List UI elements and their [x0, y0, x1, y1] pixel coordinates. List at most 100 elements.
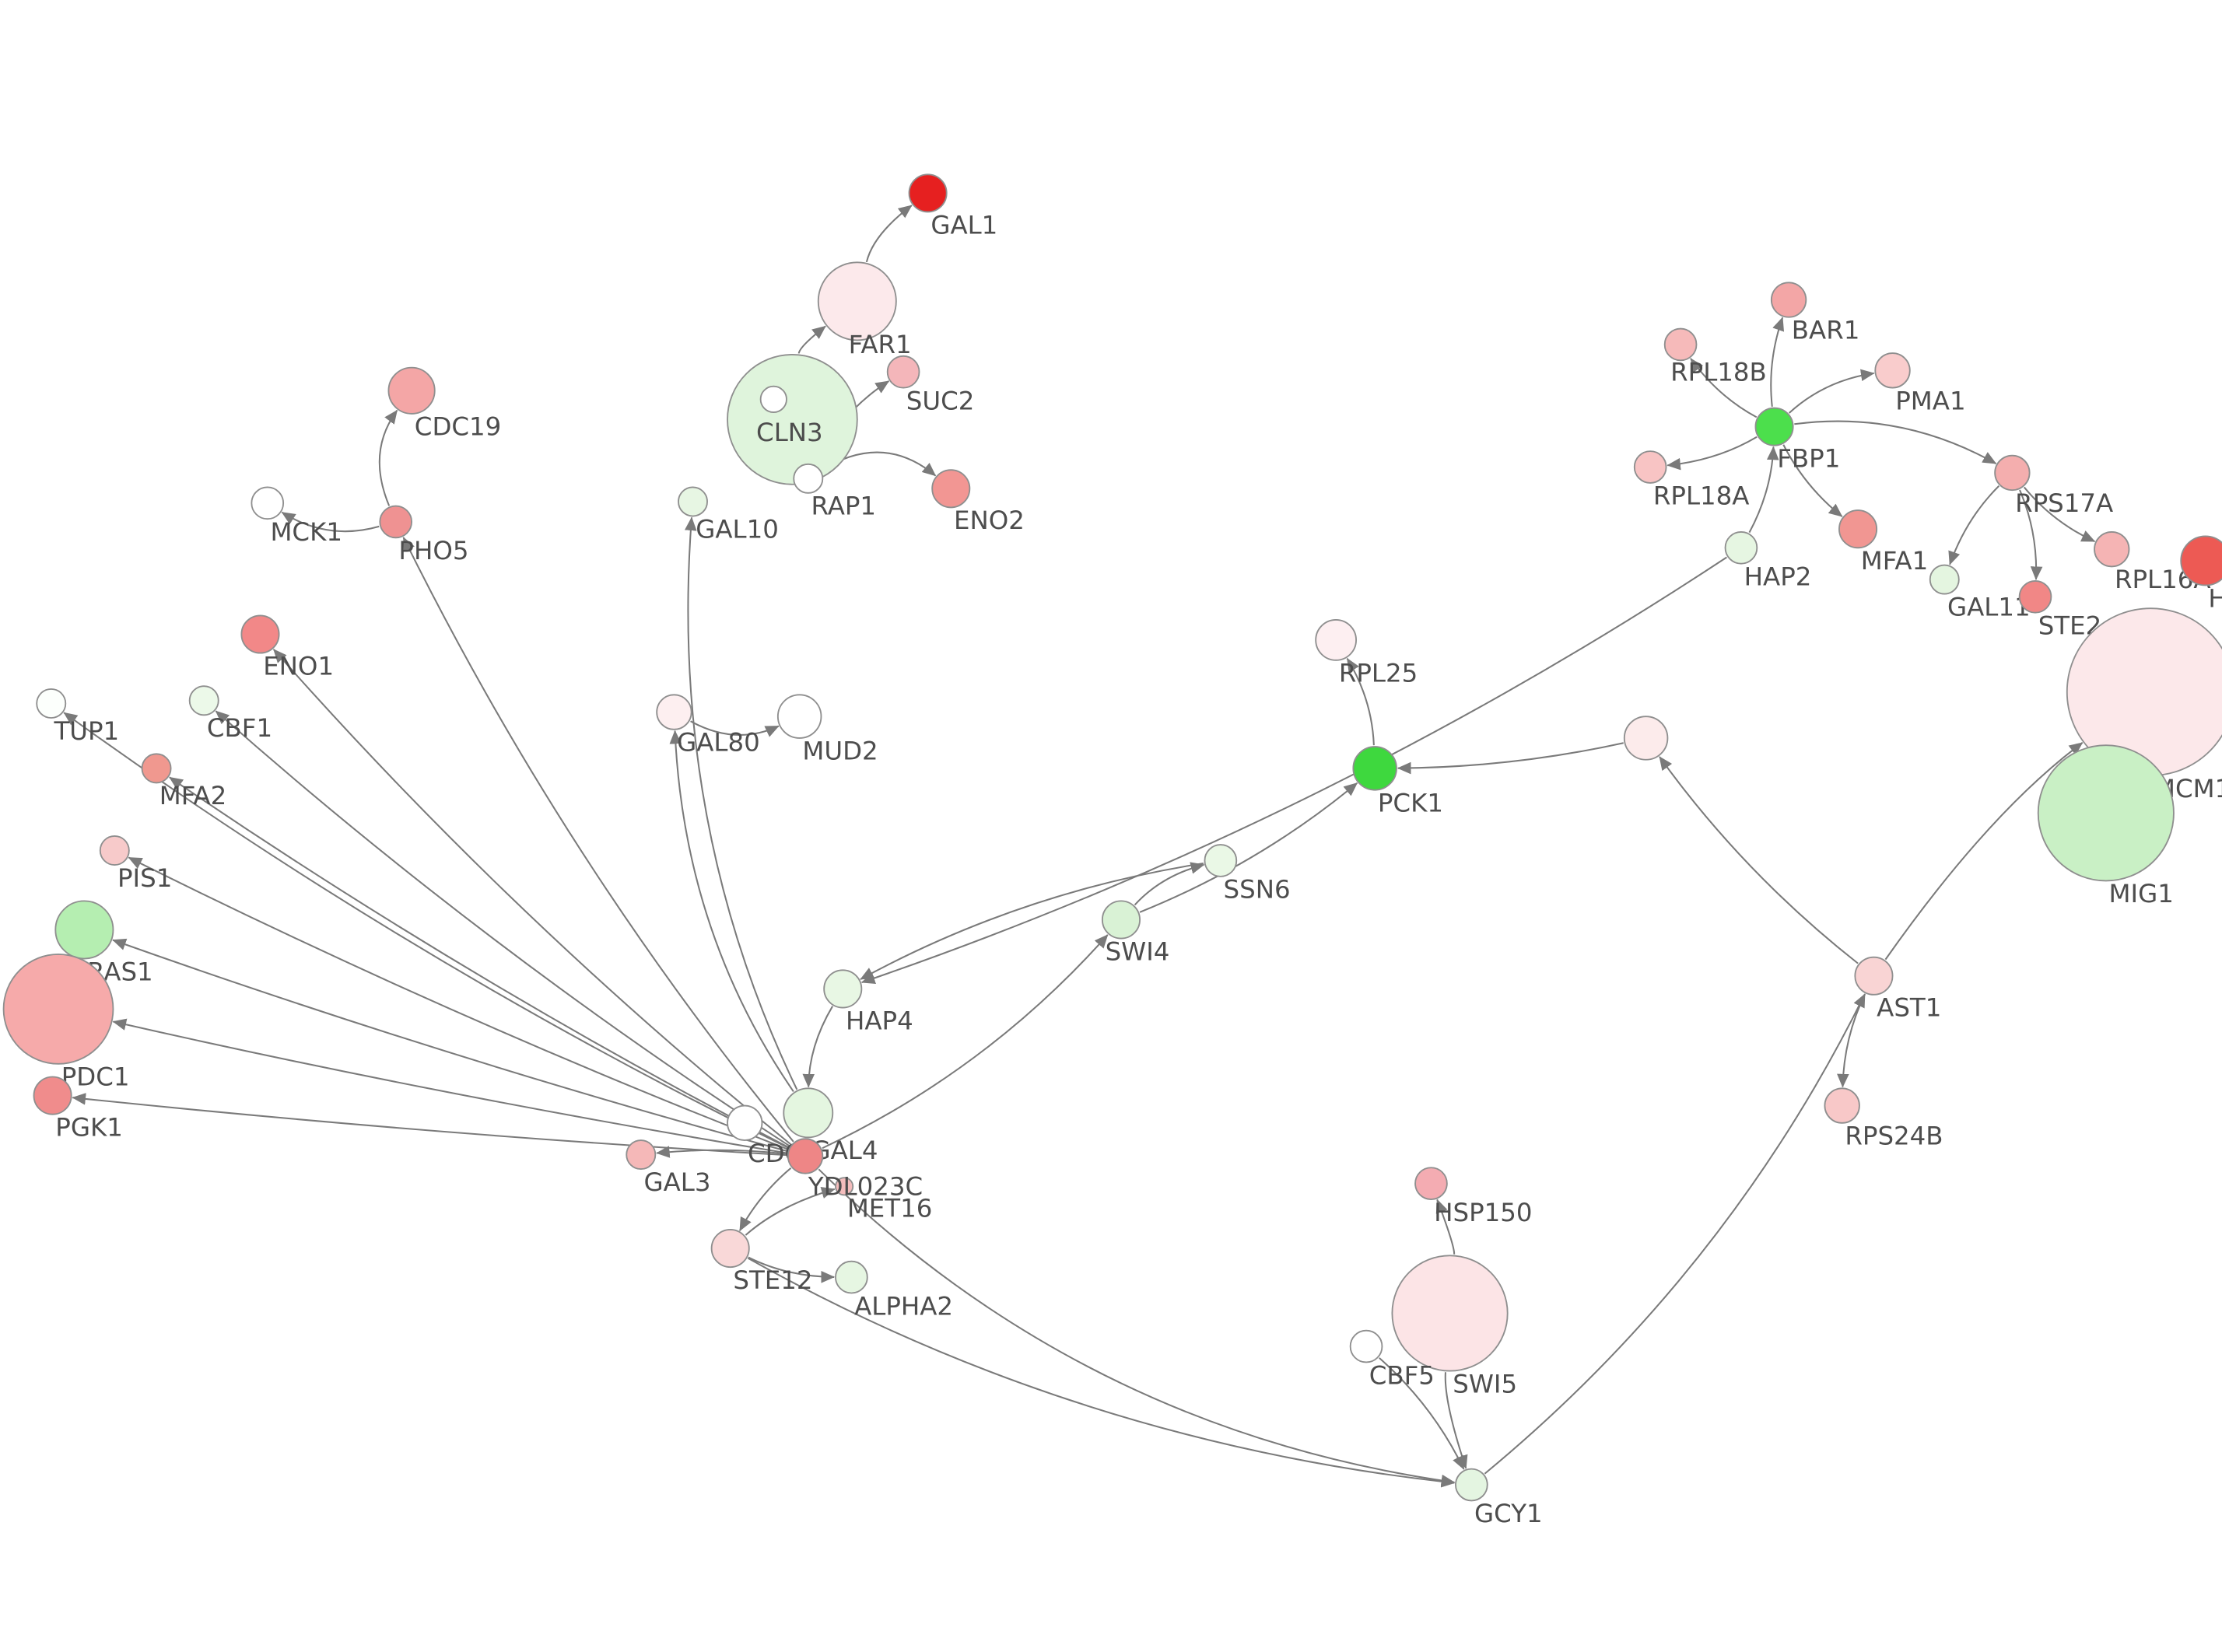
node-RAP1[interactable]: RAP1 — [793, 463, 876, 521]
node-circle-CDC19[interactable] — [387, 366, 436, 415]
edge-YDL023C-PDC1[interactable] — [112, 1018, 787, 1154]
edge-YDL023C-PGK1[interactable] — [72, 1093, 787, 1157]
edge-PHO5-MCK1[interactable] — [281, 511, 380, 533]
node-circle-RPL18A[interactable] — [1633, 450, 1667, 484]
edge-FBP1-MFA1[interactable] — [1782, 444, 1843, 517]
node-circle-CLN3[interactable] — [727, 354, 858, 485]
node-GAL3[interactable]: GAL3 — [626, 1139, 710, 1197]
node-circle-MFA2[interactable] — [141, 753, 172, 784]
edge-GAL4-GAL10[interactable] — [685, 516, 798, 1090]
node-circle-AST1[interactable] — [1854, 956, 1894, 996]
node-circle-PIS1[interactable] — [99, 835, 130, 866]
edge-FBP1-RPS17A[interactable] — [1794, 420, 1997, 464]
edge-YDL023C-ENO1[interactable] — [272, 649, 792, 1146]
edge-FBP1-BAR1[interactable] — [1770, 317, 1785, 407]
node-circle-RPL18B[interactable] — [1663, 327, 1698, 362]
node-MFA1[interactable]: MFA1 — [1838, 509, 1928, 576]
node-circle-GAL4[interactable] — [783, 1087, 834, 1139]
edge-GCY1-AST1[interactable] — [1484, 993, 1866, 1475]
node-HAP2[interactable]: HAP2 — [1724, 530, 1812, 592]
node-circle-TUP1[interactable] — [36, 688, 67, 719]
node-MFA2[interactable]: MFA2 — [141, 753, 227, 810]
node-unnamed-a[interactable] — [759, 385, 787, 413]
node-circle-PGK1[interactable] — [33, 1076, 72, 1115]
node-AST1[interactable]: AST1 — [1854, 956, 1941, 1023]
node-GAL10[interactable]: GAL10 — [678, 486, 779, 544]
node-RPS17A[interactable]: RPS17A — [1994, 454, 2113, 518]
edge-FBP1-RPL18A[interactable] — [1666, 436, 1758, 471]
node-circle-HSP150[interactable] — [1414, 1167, 1448, 1200]
edge-YDL023C-TUP1[interactable] — [63, 712, 789, 1149]
node-SUC2[interactable]: SUC2 — [886, 355, 975, 416]
edge-AST1-unnamed-b[interactable] — [1659, 756, 1859, 964]
node-CDC19[interactable]: CDC19 — [387, 366, 501, 442]
node-circle-GAL11[interactable] — [1929, 564, 1960, 595]
edge-FBP1-RPL18B[interactable] — [1690, 358, 1758, 418]
node-circle-SSN6[interactable] — [1204, 844, 1238, 877]
node-PIS1[interactable]: PIS1 — [99, 835, 173, 893]
node-circle-MFA1[interactable] — [1838, 509, 1878, 549]
edge-STE12-GCY1[interactable] — [747, 1257, 1456, 1488]
node-MET16[interactable]: MET16 — [835, 1177, 932, 1223]
node-circle-STE2[interactable] — [2018, 579, 2052, 614]
node-circle-YDL023C[interactable] — [787, 1138, 824, 1174]
node-circle-RAS1[interactable] — [54, 900, 114, 960]
edge-YDL023C-RAS1[interactable] — [112, 938, 788, 1153]
node-circle-GAL10[interactable] — [678, 486, 708, 517]
node-TUP1[interactable]: TUP1 — [36, 688, 119, 746]
node-GAL1[interactable]: GAL1 — [908, 173, 998, 240]
edge-FAR1-GAL1[interactable] — [865, 205, 913, 263]
node-FBP1[interactable]: FBP1 — [1754, 407, 1840, 474]
node-MUD2[interactable]: MUD2 — [776, 694, 878, 766]
node-circle-unnamed-a[interactable] — [759, 385, 787, 413]
node-circle-PDC1[interactable] — [2, 954, 114, 1065]
edge-SWI4-PCK1[interactable] — [1139, 782, 1358, 913]
node-circle-RPS24B[interactable] — [1824, 1087, 1860, 1124]
edge-CLN3-FAR1[interactable] — [797, 325, 826, 354]
node-circle-SWI5[interactable] — [1391, 1255, 1509, 1372]
edge-PCK1-RPL25[interactable] — [1346, 657, 1375, 746]
node-HIS4[interactable]: HIS4 — [2180, 535, 2222, 613]
node-unnamed-b[interactable] — [1623, 716, 1669, 761]
edge-RPS17A-GAL11[interactable] — [1948, 485, 2000, 565]
node-ENO2[interactable]: ENO2 — [931, 469, 1025, 535]
node-PGK1[interactable]: PGK1 — [33, 1076, 123, 1142]
node-ENO1[interactable]: ENO1 — [240, 614, 334, 681]
node-circle-ENO1[interactable] — [240, 614, 280, 654]
node-circle-SWI4[interactable] — [1101, 900, 1141, 940]
node-circle-unnamed-b[interactable] — [1623, 716, 1669, 761]
edge-YDL023C-STE12[interactable] — [739, 1167, 792, 1232]
node-circle-MET16[interactable] — [835, 1177, 854, 1196]
edge-YDL023C-CBF1[interactable] — [215, 710, 790, 1147]
node-RPS24B[interactable]: RPS24B — [1824, 1087, 1943, 1151]
edge-GAL4-GAL80[interactable] — [669, 730, 794, 1092]
node-circle-HAP4[interactable] — [823, 969, 863, 1009]
node-circle-GAL80[interactable] — [656, 694, 692, 730]
node-circle-HIS4[interactable] — [2180, 535, 2222, 586]
node-circle-MCK1[interactable] — [251, 486, 285, 520]
edge-SWI5-GCY1[interactable] — [1444, 1372, 1468, 1469]
edge-HAP2-FBP1[interactable] — [1748, 446, 1779, 534]
node-GAL80[interactable]: GAL80 — [656, 694, 760, 758]
edge-unnamed-b-PCK1[interactable] — [1397, 742, 1624, 775]
node-circle-RPS17A[interactable] — [1994, 454, 2031, 492]
edge-STE12-ALPHA2[interactable] — [748, 1256, 836, 1283]
node-SSN6[interactable]: SSN6 — [1204, 844, 1291, 905]
node-circle-RAP1[interactable] — [793, 463, 824, 494]
node-SWI5[interactable]: SWI5 — [1391, 1255, 1517, 1398]
node-GCY1[interactable]: GCY1 — [1455, 1468, 1543, 1529]
node-PDC1[interactable]: PDC1 — [2, 954, 130, 1092]
node-STE2[interactable]: STE2 — [2018, 579, 2102, 641]
node-circle-STE12[interactable] — [710, 1229, 750, 1269]
node-circle-PCK1[interactable] — [1352, 746, 1397, 791]
node-circle-ALPHA2[interactable] — [835, 1260, 868, 1294]
node-circle-GAL1[interactable] — [908, 173, 948, 213]
node-circle-RPL25[interactable] — [1315, 619, 1358, 661]
node-GAL11[interactable]: GAL11 — [1929, 564, 2031, 622]
node-circle-FBP1[interactable] — [1754, 407, 1794, 446]
node-circle-CDC6[interactable] — [727, 1104, 763, 1141]
node-PMA1[interactable]: PMA1 — [1874, 352, 1966, 415]
edge-YDL023C-SWI4[interactable] — [822, 934, 1109, 1150]
